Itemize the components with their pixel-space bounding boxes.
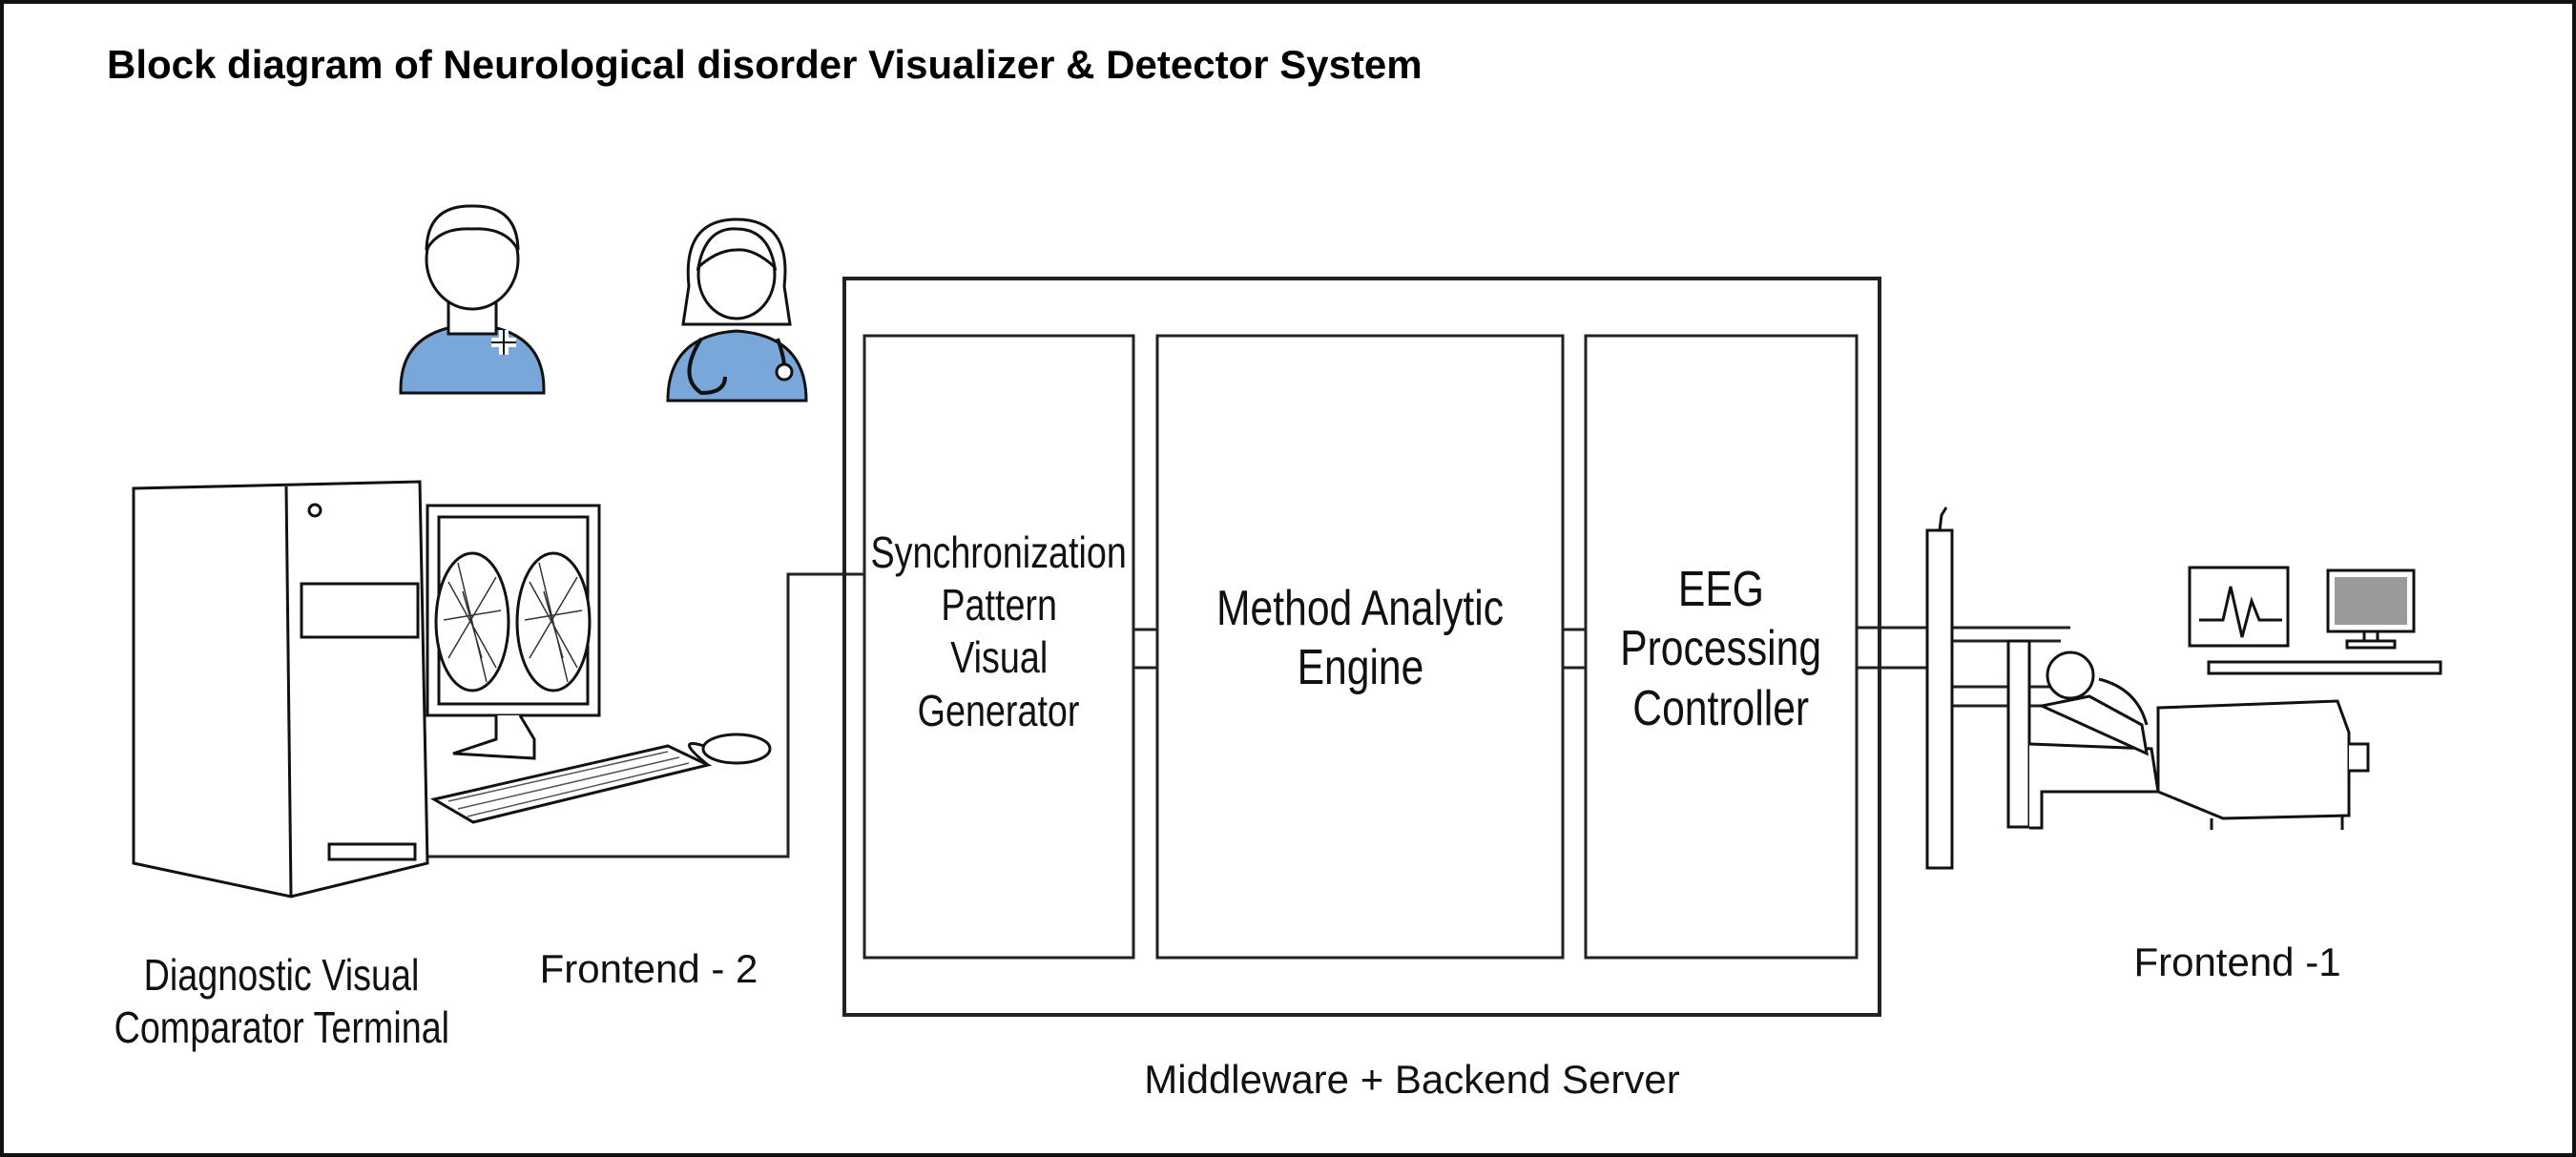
eeg-block-line: Controller — [1632, 680, 1810, 736]
sync-block-line: Visual — [949, 632, 1049, 683]
computer-workstation-icon — [132, 480, 772, 899]
method-block-line: Engine — [1297, 640, 1423, 696]
method-block — [1155, 334, 1565, 960]
terminal-label-line: Comparator Terminal — [114, 1002, 449, 1052]
server-container — [842, 277, 1881, 1017]
terminal-link — [427, 572, 864, 858]
eeg-link — [1857, 626, 2070, 708]
ecg-monitor-icon — [2188, 566, 2290, 648]
frontend-1-label: Frontend -1 — [2133, 940, 2341, 984]
sync-block-line: Synchronization — [870, 527, 1128, 577]
frontend-2-label: Frontend - 2 — [539, 946, 758, 991]
sync-block-label: Synchronization Pattern Visual Generator — [864, 336, 1133, 958]
doctor-female-icon — [666, 217, 808, 403]
terminal-label: Diagnostic Visual Comparator Terminal — [57, 940, 506, 1064]
server-label: Middleware + Backend Server — [1144, 1057, 1680, 1102]
eeg-block — [1584, 334, 1859, 960]
eeg-block-label: EEG Processing Controller — [1586, 336, 1857, 958]
method-block-line: Method Analytic — [1215, 581, 1505, 636]
doctor-male-icon — [399, 204, 546, 395]
sync-block-line: Generator — [918, 685, 1080, 735]
terminal-label-line: Diagnostic Visual — [143, 949, 420, 1000]
eeg-block-line: EEG — [1677, 562, 1765, 617]
block-connectors — [1133, 628, 1586, 670]
hospital-bed-icon — [2006, 639, 2370, 830]
sync-block — [862, 334, 1135, 960]
monitor-desk — [2207, 660, 2442, 675]
sync-block-line: Pattern — [941, 580, 1057, 630]
eeg-block-line: Processing — [1620, 621, 1822, 677]
diagram-title: Block diagram of Neurological disorder V… — [107, 42, 1423, 87]
method-block-label: Method Analytic Engine — [1157, 336, 1563, 958]
display-monitor-icon — [2326, 568, 2416, 650]
eeg-post-icon — [1925, 506, 1954, 870]
